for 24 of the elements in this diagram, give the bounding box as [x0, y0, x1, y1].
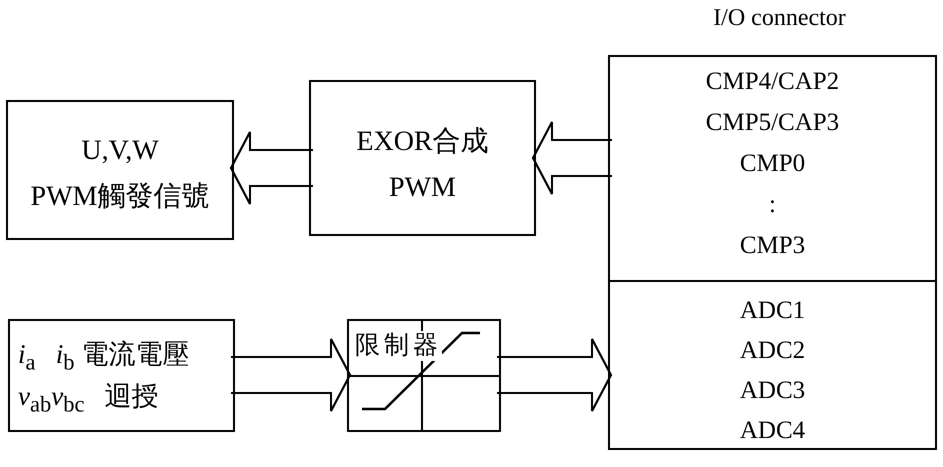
limiter-label: 限制器 — [355, 331, 442, 361]
block-arrow — [230, 131, 314, 205]
pin-name: CMP0 — [740, 149, 806, 179]
pin-name: : — [769, 190, 776, 220]
pin-name: CMP5/CAP3 — [706, 108, 840, 138]
box-label: i$_{a}$ i$_{b}$ 電流電壓 — [18, 339, 190, 376]
box-label: v$_{ab}$v$_{bc}$ 迴授 — [18, 381, 159, 418]
signal-pin-list — [608, 55, 937, 282]
block-arrow — [496, 338, 612, 412]
connector-heading: I/O connector — [712, 4, 847, 33]
box-label: EXOR合成 PWM — [355, 125, 490, 205]
block-arrow — [230, 338, 352, 412]
pin-name: CMP4/CAP2 — [706, 67, 840, 97]
process-box — [6, 100, 234, 240]
pin-name: ADC4 — [740, 416, 806, 446]
process-box — [309, 80, 536, 236]
feedback-box — [8, 319, 235, 432]
signal-pin-list — [608, 280, 937, 450]
pin-name: ADC3 — [740, 376, 806, 406]
pin-name: ADC2 — [740, 336, 806, 366]
pin-name: CMP3 — [740, 231, 806, 261]
pin-name: ADC1 — [740, 296, 806, 326]
box-label: U,V,W PWM觸發信號 — [30, 134, 210, 214]
block-arrow — [532, 121, 613, 195]
